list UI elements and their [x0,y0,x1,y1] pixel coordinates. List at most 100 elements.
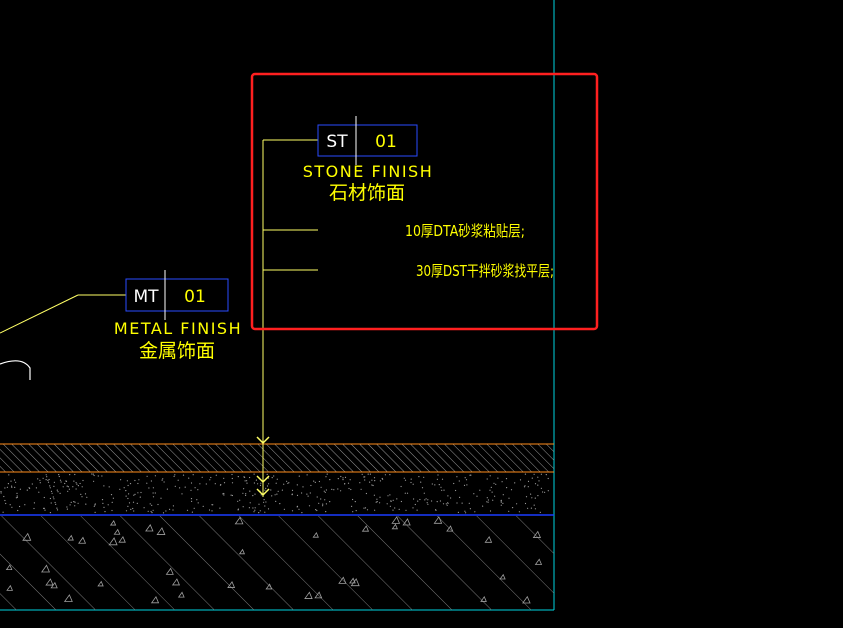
mortar-dot [16,492,18,494]
mortar-dot [547,477,549,480]
metal-finish-label-en: METAL FINISH [114,319,242,338]
mortar-dot [245,493,247,495]
mortar-dot [329,479,331,481]
mortar-dot [92,473,94,475]
mortar-dot [371,479,373,481]
mortar-dot [389,505,391,507]
mortar-dot [325,511,327,513]
mortar-dot [447,502,449,504]
concrete-aggregate-mark [480,595,487,602]
mortar-dot [81,486,83,488]
mortar-dot [537,484,539,486]
mortar-dot [163,481,165,483]
mortar-dot [151,511,153,514]
mortar-dot [308,505,311,507]
mortar-dot [192,474,194,476]
mortar-dot [530,507,533,509]
mortar-dot [255,479,257,481]
mortar-dot [45,479,47,481]
mortar-dot [215,474,217,476]
mortar-dot [288,482,290,484]
mortar-dot [244,476,246,478]
mortar-dot [70,501,72,503]
concrete-aggregate-mark [97,580,104,587]
mortar-dot [179,487,181,489]
mortar-dot [291,489,294,491]
mortar-dot [527,480,530,482]
mortar-dot [258,503,260,505]
mortar-dot [165,510,167,512]
mortar-dot [184,486,186,488]
concrete-aggregate-mark [150,595,160,604]
mortar-dot [93,474,95,477]
metal-finish-label-cn: 金属饰面 [139,340,215,362]
mortar-dot [281,489,283,491]
mortar-dot [349,479,351,481]
mortar-dot [54,501,56,504]
mortar-dot [412,483,414,485]
mortar-dot [265,487,267,489]
mortar-dot [13,479,16,481]
mortar-dot [344,476,347,478]
mortar-dot [248,507,250,509]
mortar-dot [249,476,251,479]
mortar-dot [190,489,192,491]
mortar-dot [456,502,458,504]
mortar-dot [441,489,443,491]
mortar-dot [519,479,522,481]
mortar-dot [6,486,8,488]
mortar-dot [53,498,55,500]
mortar-dot [544,491,546,493]
metal-tag-code: MT [133,287,159,307]
concrete-aggregate-mark [433,516,443,524]
concrete-aggregate-mark [534,558,543,565]
mortar-dot [534,483,537,485]
mortar-dot [137,482,139,485]
floor-section [0,443,554,610]
mortar-dot [352,511,354,513]
mortar-dot [342,477,344,479]
mortar-dot [65,480,68,482]
mortar-dot [500,504,502,506]
mortar-dot [191,500,193,502]
mortar-dot [324,499,326,501]
mortar-dot [270,489,272,491]
mortar-dot [172,505,174,507]
mortar-dot [208,509,211,511]
mortar-dot [152,487,154,489]
mortar-dot [48,478,50,481]
mortar-dot [489,475,491,477]
mortar-dot [372,484,374,487]
mortar-dot [242,492,244,494]
mortar-dot [157,503,159,506]
mortar-dot [239,499,241,501]
concrete-aggregate-mark [402,518,411,526]
mortar-dot [439,500,441,502]
mortar-dot [365,492,367,495]
mortar-layer [0,473,549,514]
mortar-dot [492,499,494,501]
mortar-dot [136,502,138,504]
mortar-dot [214,483,216,485]
mortar-dot [404,479,407,481]
mortar-dot [125,510,128,512]
mortar-dot [3,495,5,498]
mortar-dot [465,479,468,481]
mortar-dot [355,510,357,512]
mortar-dot [93,505,95,507]
mortar-dot [410,478,412,480]
concrete-aggregate-mark [499,573,506,580]
mortar-dot [148,487,150,489]
concrete-aggregate-mark [312,532,319,538]
mortar-dot [514,482,516,484]
mortar-dot [502,494,504,496]
mortar-dot [152,509,154,511]
mortar-dot [253,473,255,475]
mortar-dot [19,488,21,490]
mortar-dot [154,475,156,477]
concrete-aggregate-mark [45,578,54,586]
mortar-dot [516,503,518,505]
mortar-dot [132,507,134,510]
mortar-dot [134,493,136,495]
